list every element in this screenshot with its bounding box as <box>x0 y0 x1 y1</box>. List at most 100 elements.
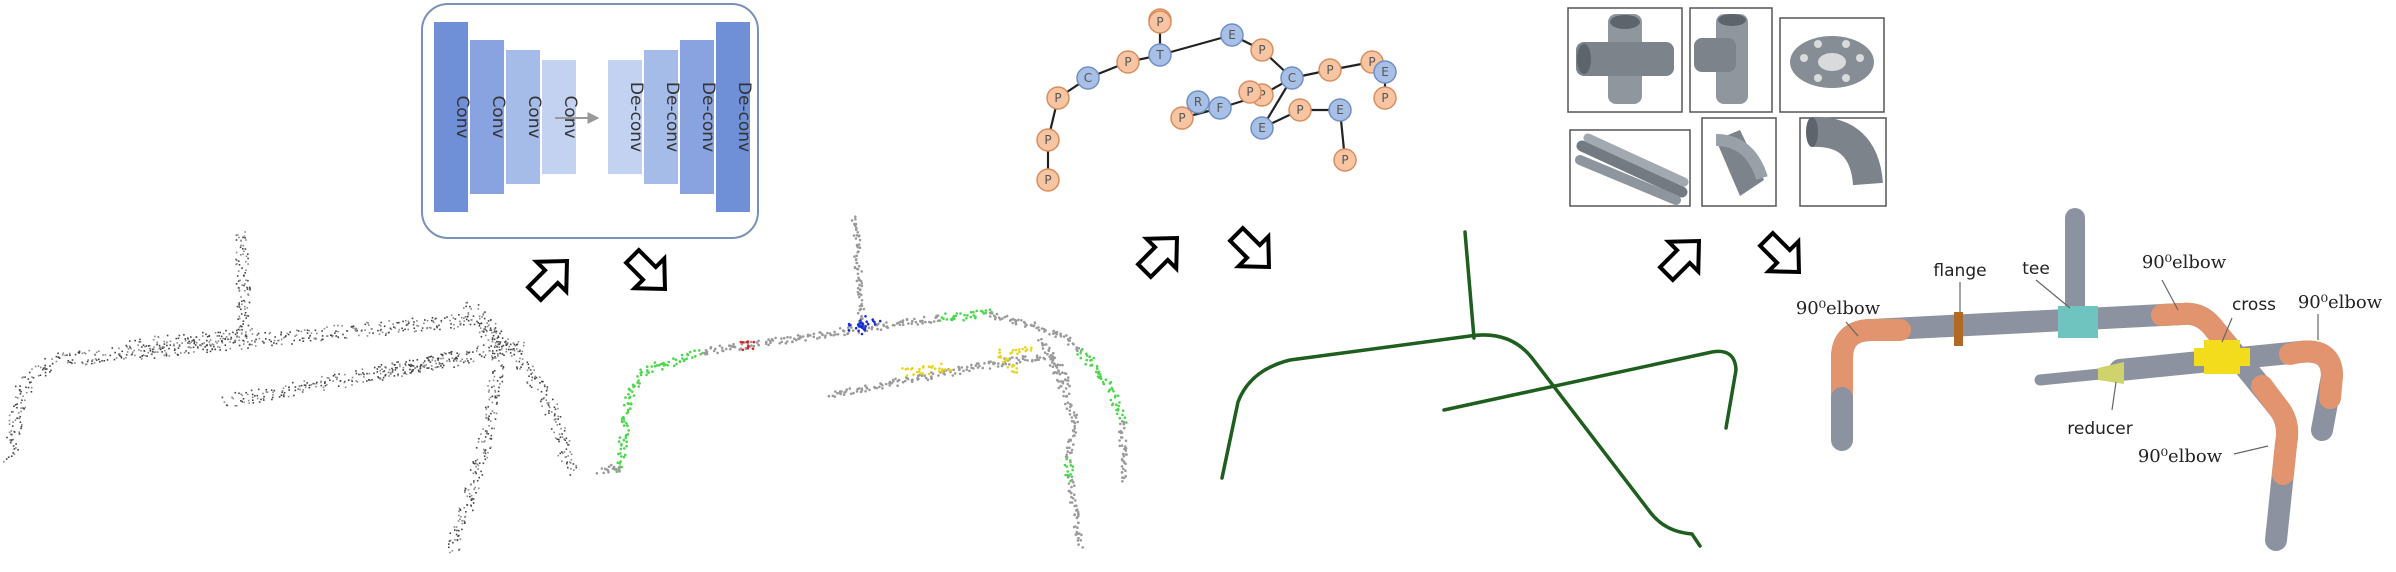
segment-point <box>624 436 627 440</box>
cloud-point <box>247 253 249 255</box>
cloud-point <box>21 377 23 379</box>
cloud-point <box>509 352 512 354</box>
cloud-point <box>245 269 247 271</box>
cloud-point <box>160 348 162 351</box>
cloud-point <box>163 343 166 345</box>
cloud-point <box>459 320 461 323</box>
cloud-point <box>548 406 551 409</box>
cloud-point <box>16 417 18 419</box>
segment-point <box>918 367 921 371</box>
segment-point <box>1088 355 1091 359</box>
cloud-point <box>483 356 486 358</box>
segment-point <box>1117 404 1120 408</box>
cloud-point <box>20 410 22 413</box>
segment-point <box>927 365 931 369</box>
segment-point <box>661 367 664 371</box>
cloud-point <box>529 384 531 387</box>
segment-point <box>1070 501 1074 504</box>
segment-point <box>969 310 973 314</box>
cloud-point <box>294 335 296 337</box>
cloud-point <box>247 294 250 296</box>
cloud-point <box>479 317 481 320</box>
segment-point <box>1064 402 1067 406</box>
cloud-point <box>109 354 112 357</box>
segment-point <box>1051 365 1055 369</box>
cloud-point <box>13 453 16 455</box>
label-elbow-right: 90⁰elbow <box>2298 292 2383 313</box>
cloud-point <box>566 461 568 463</box>
cloud-point <box>512 342 515 344</box>
segment-point <box>1123 416 1127 420</box>
cloud-point <box>490 446 492 449</box>
graph-node <box>1250 116 1274 140</box>
cloud-point <box>450 314 453 317</box>
cloud-point <box>244 300 246 303</box>
cloud-point <box>139 356 141 358</box>
segment-point <box>839 392 842 396</box>
cloud-point <box>232 331 234 334</box>
cloud-point <box>231 396 233 399</box>
segment-point <box>1073 421 1077 425</box>
cloud-point <box>250 389 253 392</box>
cloud-point <box>306 329 309 331</box>
cloud-point <box>16 403 18 405</box>
cloud-point <box>486 431 488 433</box>
cloud-point <box>483 448 485 451</box>
cloud-point <box>244 312 247 314</box>
cloud-point <box>246 315 248 317</box>
cloud-point <box>478 325 481 327</box>
cloud-point <box>516 348 518 350</box>
cloud-point <box>465 315 467 318</box>
cloud-point <box>315 385 317 388</box>
segment-point <box>886 326 890 330</box>
cloud-point <box>538 376 541 378</box>
cloud-point <box>125 344 128 347</box>
cloud-point <box>197 347 199 349</box>
cloud-point <box>488 324 490 326</box>
segment-point <box>1066 475 1070 479</box>
cloud-point <box>31 376 33 378</box>
segment-point <box>920 374 924 378</box>
segment-point <box>968 369 971 373</box>
segment-point <box>1015 356 1018 360</box>
segment-point <box>631 390 634 394</box>
cloud-point <box>211 343 214 345</box>
cloud-point <box>463 320 466 322</box>
cloud-point <box>485 432 488 435</box>
graph-node-label: E <box>1336 103 1344 117</box>
graph-node <box>1148 10 1172 34</box>
cloud-point <box>245 333 247 336</box>
cloud-point <box>498 346 500 348</box>
network-layer-label: De-conv <box>626 82 646 152</box>
segment-point <box>1052 371 1055 375</box>
cloud-point <box>457 326 459 328</box>
cloud-point <box>496 340 498 343</box>
segment-point <box>962 318 965 322</box>
cloud-point <box>388 320 390 322</box>
cloud-point <box>327 377 330 379</box>
segment-point <box>855 243 859 247</box>
cloud-point <box>489 329 491 331</box>
cloud-point <box>495 403 498 405</box>
cloud-point <box>413 327 416 330</box>
cloud-point <box>526 382 529 385</box>
segment-point <box>921 322 924 325</box>
cloud-point <box>456 357 458 360</box>
cloud-point <box>493 338 496 341</box>
cloud-point <box>491 395 494 398</box>
cloud-point <box>243 235 246 237</box>
cloud-point <box>133 349 135 352</box>
cloud-point <box>543 385 546 388</box>
graph-node <box>1186 90 1210 114</box>
segment-point <box>1014 348 1018 352</box>
graph-node-label: C <box>1084 71 1092 85</box>
cloud-point <box>227 338 229 341</box>
segment-point <box>987 360 991 364</box>
cloud-point <box>198 339 201 341</box>
segment-point <box>911 319 914 323</box>
cloud-point <box>316 381 318 384</box>
segment-point <box>672 357 675 360</box>
cloud-point <box>239 279 241 282</box>
segment-point <box>1074 431 1078 434</box>
cloud-point <box>77 351 80 354</box>
